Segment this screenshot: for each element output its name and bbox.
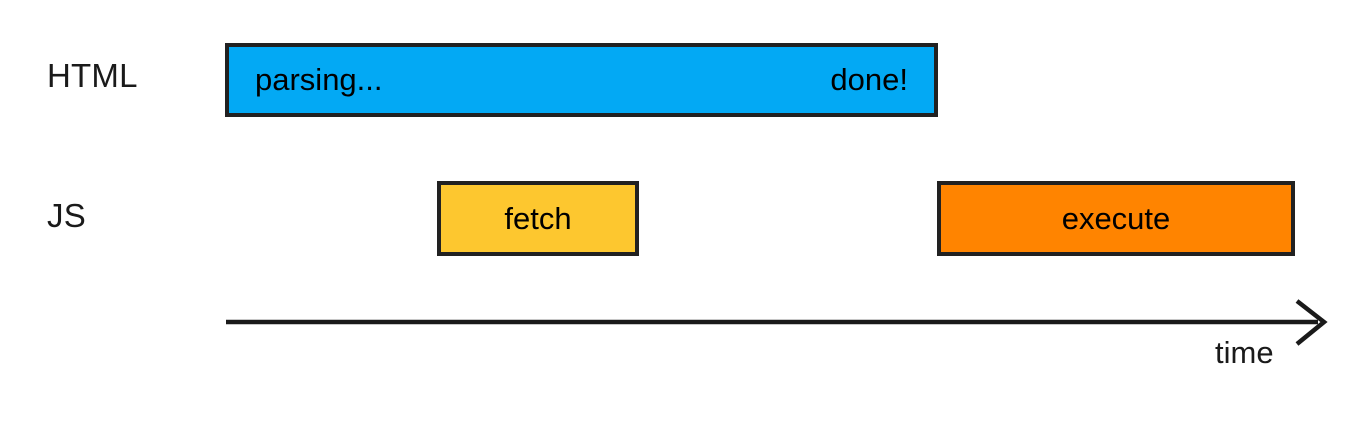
timeline-bar-js-fetch: fetch <box>437 181 639 256</box>
bar-label-execute: execute <box>1061 200 1171 236</box>
time-axis <box>220 296 1335 352</box>
row-label-html: HTML <box>47 57 138 94</box>
row-label-js: JS <box>47 197 86 234</box>
time-axis-arrow-icon <box>226 299 1328 346</box>
bar-label-fetch: fetch <box>504 200 572 236</box>
timeline-bar-js-execute: execute <box>937 181 1295 256</box>
time-axis-label: time <box>1215 335 1274 370</box>
bar-label-parsing: parsing... <box>255 62 383 97</box>
bar-label-done: done! <box>830 62 908 97</box>
timeline-bar-html-parsing: parsing... done! <box>225 43 938 117</box>
